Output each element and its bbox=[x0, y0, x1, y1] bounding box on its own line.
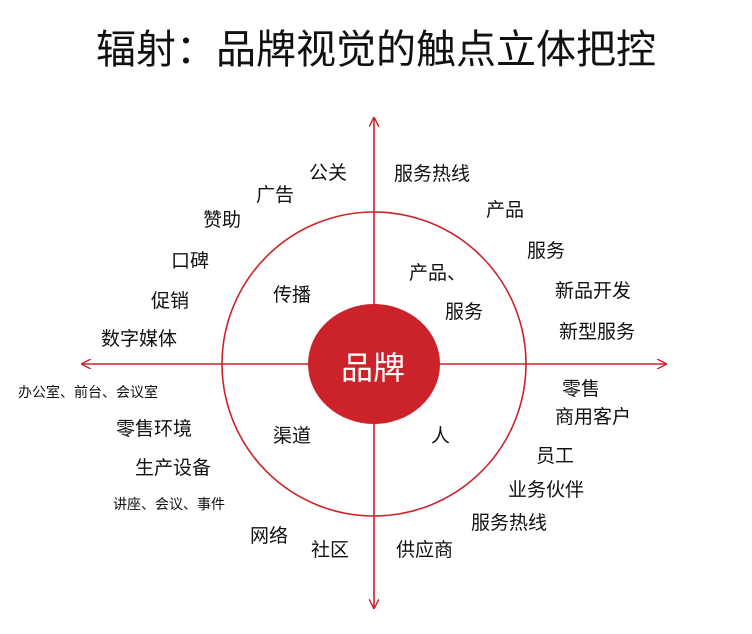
inner-label-communication: 传播 bbox=[273, 284, 312, 306]
outer-label: 员工 bbox=[536, 445, 575, 467]
outer-label: 网络 bbox=[250, 525, 289, 547]
outer-label: 公关 bbox=[309, 162, 348, 184]
outer-label: 办公室、前台、会议室 bbox=[18, 385, 158, 401]
outer-label: 促销 bbox=[151, 290, 190, 312]
outer-label: 商用客户 bbox=[555, 406, 632, 428]
outer-label: 产品 bbox=[486, 199, 525, 221]
outer-label: 广告 bbox=[256, 184, 295, 206]
center-brand-label: 品牌 bbox=[340, 349, 405, 387]
outer-label: 数字媒体 bbox=[101, 328, 178, 350]
outer-label: 服务热线 bbox=[471, 512, 548, 534]
outer-label: 供应商 bbox=[396, 539, 454, 561]
outer-label: 生产设备 bbox=[135, 457, 212, 479]
outer-label: 服务热线 bbox=[394, 163, 471, 185]
outer-label: 赞助 bbox=[203, 209, 242, 231]
inner-label-channel: 渠道 bbox=[273, 425, 312, 447]
outer-label: 业务伙伴 bbox=[508, 479, 585, 501]
outer-label: 新品开发 bbox=[555, 280, 632, 302]
outer-label: 社区 bbox=[311, 539, 350, 561]
inner-label-product: 产品、 bbox=[409, 262, 467, 284]
inner-label-people: 人 bbox=[431, 425, 451, 447]
outer-label: 讲座、会议、事件 bbox=[113, 497, 225, 513]
outer-label: 口碑 bbox=[171, 250, 210, 272]
outer-label: 零售 bbox=[562, 378, 601, 400]
inner-label-service: 服务 bbox=[445, 301, 484, 323]
page-title: 辐射：品牌视觉的触点立体把控 bbox=[96, 27, 656, 73]
outer-label: 零售环境 bbox=[116, 418, 193, 440]
outer-label: 新型服务 bbox=[559, 321, 636, 343]
outer-label: 服务 bbox=[527, 240, 566, 262]
inner-ring bbox=[221, 211, 527, 517]
center-circle bbox=[308, 304, 440, 424]
